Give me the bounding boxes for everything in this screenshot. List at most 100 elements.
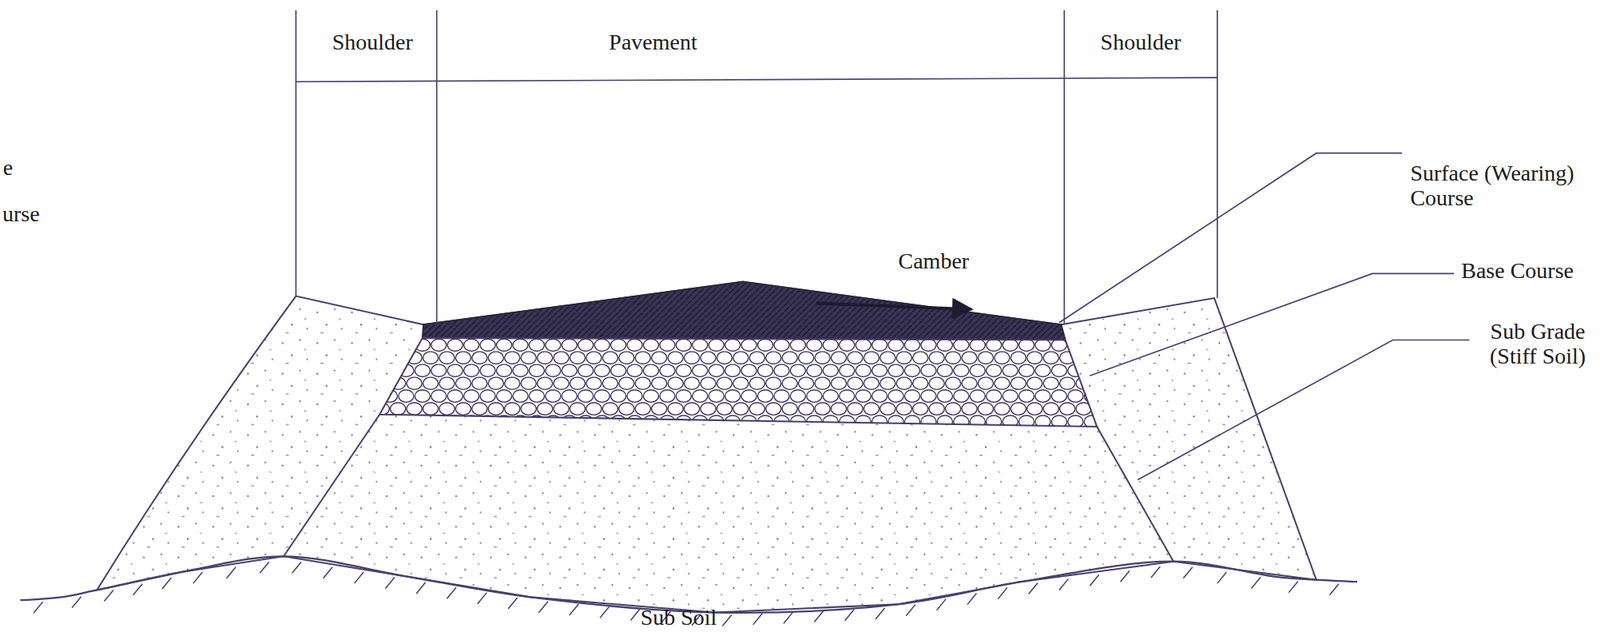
stone xyxy=(365,415,382,428)
stone xyxy=(1043,377,1059,390)
stone xyxy=(790,389,806,402)
hatch-stroke xyxy=(133,583,143,596)
stone xyxy=(643,389,659,402)
stone xyxy=(373,377,390,390)
stone xyxy=(977,402,993,415)
base-stones xyxy=(365,338,1124,428)
stone xyxy=(480,338,496,351)
hatch-stroke xyxy=(1151,566,1160,578)
stone xyxy=(936,364,953,377)
stone xyxy=(545,389,561,402)
stone xyxy=(1035,338,1051,351)
hatch-stroke xyxy=(1028,582,1038,594)
stone xyxy=(986,338,1002,351)
stone xyxy=(798,377,814,390)
stone xyxy=(1035,415,1051,428)
hatch-stroke xyxy=(354,571,364,584)
stone xyxy=(855,415,871,428)
hatch-stroke xyxy=(630,608,640,620)
hatch-stroke xyxy=(1288,581,1298,593)
stone xyxy=(488,402,504,415)
stone xyxy=(431,415,447,428)
stone xyxy=(390,351,406,364)
hatch-stroke xyxy=(845,609,854,621)
stone xyxy=(1083,415,1100,428)
stone xyxy=(757,389,773,402)
stone xyxy=(594,364,610,377)
stone xyxy=(790,364,806,377)
stone xyxy=(619,351,635,364)
stone xyxy=(888,364,904,377)
pavement-extent-line xyxy=(436,10,438,325)
stone xyxy=(1060,377,1076,390)
stone xyxy=(766,402,782,415)
hatch-stroke xyxy=(162,577,171,589)
stone xyxy=(969,338,985,351)
stone xyxy=(553,402,569,415)
stone xyxy=(830,402,846,415)
stone xyxy=(945,402,961,415)
stone xyxy=(561,338,577,351)
stone xyxy=(969,364,985,377)
stone xyxy=(667,377,683,390)
stone xyxy=(659,338,675,351)
stone xyxy=(986,415,1002,428)
stone xyxy=(855,389,871,402)
stone xyxy=(520,402,536,415)
hatch-stroke xyxy=(783,611,793,624)
stone xyxy=(659,389,675,402)
dimension-lines xyxy=(295,10,1218,325)
stone xyxy=(1051,338,1067,351)
stone xyxy=(651,402,667,415)
stone xyxy=(1075,377,1092,390)
stone xyxy=(692,338,708,351)
stone xyxy=(774,364,790,377)
stone xyxy=(414,389,430,402)
stone xyxy=(611,338,627,351)
stone xyxy=(578,389,594,402)
stone xyxy=(431,389,447,402)
stone xyxy=(700,377,716,390)
stone xyxy=(839,364,855,377)
stone xyxy=(733,351,749,364)
hatch-stroke xyxy=(905,604,915,616)
stone xyxy=(512,415,529,428)
hatch-stroke xyxy=(967,593,977,605)
hatch-stroke xyxy=(385,576,395,588)
stone xyxy=(512,364,529,377)
stone xyxy=(651,377,667,390)
stone xyxy=(1019,338,1035,351)
stone xyxy=(700,402,716,415)
stone xyxy=(929,377,945,390)
stone xyxy=(594,338,610,351)
hatch-stroke xyxy=(936,599,946,611)
stone xyxy=(757,364,773,377)
stone xyxy=(708,338,724,351)
hatch-stroke xyxy=(477,592,487,604)
stone xyxy=(675,415,691,428)
stone xyxy=(667,402,683,415)
stone xyxy=(806,364,822,377)
stone xyxy=(749,351,765,364)
stone xyxy=(627,389,643,402)
stone xyxy=(888,389,904,402)
stone xyxy=(741,415,757,428)
stone xyxy=(945,351,961,364)
stone xyxy=(863,377,879,390)
stone xyxy=(1075,351,1092,364)
stone xyxy=(675,389,691,402)
stone xyxy=(994,402,1010,415)
stone xyxy=(447,389,463,402)
hatch-stroke xyxy=(1217,571,1227,584)
stone xyxy=(472,402,488,415)
stone xyxy=(1043,351,1059,364)
stone xyxy=(880,351,896,364)
stone xyxy=(398,364,414,377)
stone xyxy=(627,338,643,351)
width-line xyxy=(295,77,1218,82)
stone xyxy=(627,364,643,377)
stone xyxy=(872,415,888,428)
stone xyxy=(1067,415,1084,428)
stone xyxy=(602,402,618,415)
stone xyxy=(806,389,822,402)
